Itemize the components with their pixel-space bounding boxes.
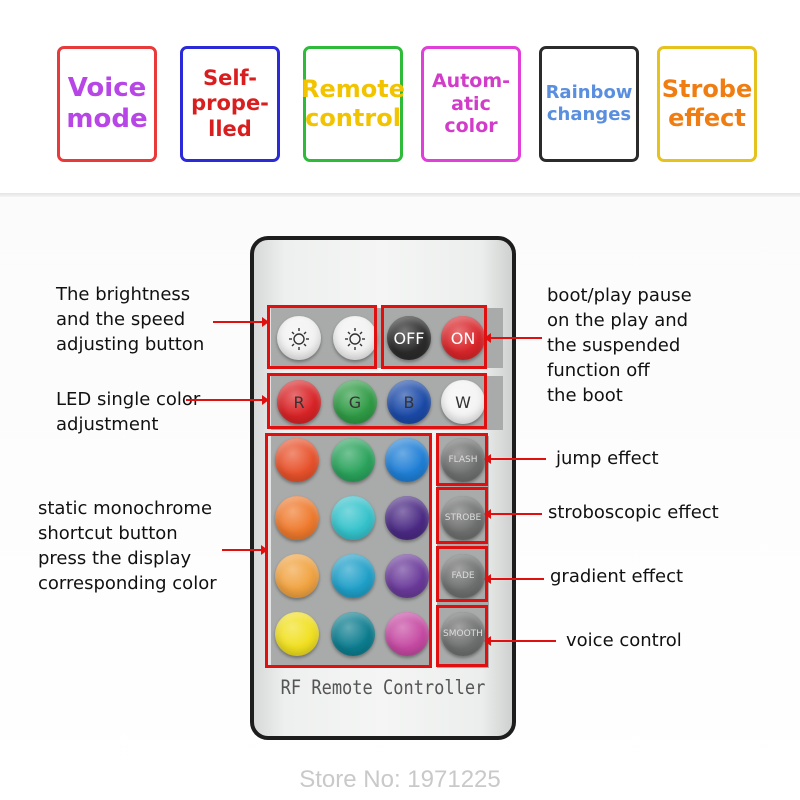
green-button[interactable]: G [333, 380, 377, 424]
annotation-voice: voice control [566, 630, 682, 651]
highlight-smooth [436, 605, 488, 667]
mode-card-line: effect [668, 104, 746, 132]
off-button[interactable]: OFF [387, 316, 431, 360]
banner-divider [0, 193, 800, 197]
blue-button-label: B [403, 392, 415, 412]
annotation-gradient: gradient effect [550, 566, 684, 587]
off-button-label: OFF [393, 328, 425, 348]
mode-card-line: Self- [202, 66, 258, 91]
mode-card: Self-prope-lled [180, 46, 280, 162]
color-button[interactable] [385, 612, 429, 656]
mode-card-label: Self-prope-lled [191, 66, 269, 142]
white-button-label: W [455, 392, 471, 412]
mode-card-line: atic [451, 92, 491, 115]
mode-card-line: Remote [301, 75, 406, 104]
sun-down-icon [345, 328, 365, 350]
mode-card-line: color [444, 115, 498, 138]
flash-button[interactable]: FLASH [441, 438, 485, 482]
remote-label: RF Remote Controller [280, 676, 486, 700]
color-button[interactable] [331, 496, 375, 540]
rf-remote: OFF ON R G B W FLASH STROBE FADE SMOOTH RF Remote… [250, 236, 516, 740]
arrow-static-mono [222, 545, 268, 555]
arrow-voice [484, 636, 556, 646]
sun-up-icon [289, 328, 309, 350]
green-button-label: G [348, 392, 362, 412]
white-button[interactable]: W [441, 380, 485, 424]
mode-card-line: control [305, 104, 401, 132]
on-button[interactable]: ON [441, 316, 485, 360]
flash-button-label: FLASH [448, 455, 478, 465]
annotation-boot-play: boot/play pause on the play and the susp… [547, 285, 692, 406]
color-button[interactable] [275, 554, 319, 598]
fade-button-label: FADE [451, 571, 475, 581]
arrow-brightness [213, 317, 269, 327]
highlight-strobe [436, 487, 488, 544]
strobe-button[interactable]: STROBE [441, 496, 485, 540]
annotation-strobo: stroboscopic effect [548, 502, 719, 523]
highlight-color-grid [265, 433, 432, 668]
mode-card-line: lled [208, 116, 252, 141]
mode-card-line: prope- [191, 91, 269, 116]
red-button-label: R [293, 392, 305, 412]
arrow-gradient [484, 574, 544, 584]
mode-card-line: Autom- [431, 69, 511, 92]
mode-card-line: Rainbow [545, 82, 633, 104]
store-watermark: Store No: 1971225 [299, 766, 501, 793]
highlight-on-off [381, 305, 487, 369]
arrow-jump [484, 454, 546, 464]
color-button[interactable] [275, 612, 319, 656]
annotation-jump: jump effect [556, 448, 659, 469]
brightness-up-button[interactable] [277, 316, 321, 360]
annotation-brightness: The brightness and the speed adjusting b… [56, 284, 205, 355]
annotation-led-single: LED single color adjustment [56, 389, 201, 435]
highlight-rgbw [267, 373, 487, 429]
mode-card-line: changes [546, 104, 632, 125]
blue-button[interactable]: B [387, 380, 431, 424]
highlight-flash [436, 433, 488, 486]
color-button[interactable] [331, 554, 375, 598]
red-button[interactable]: R [277, 380, 321, 424]
arrow-led-single [186, 395, 269, 405]
smooth-button[interactable]: SMOOTH [441, 612, 485, 656]
strobe-button-label: STROBE [444, 513, 482, 523]
color-button[interactable] [275, 496, 319, 540]
color-button[interactable] [385, 438, 429, 482]
on-button-label: ON [450, 328, 476, 348]
color-button[interactable] [331, 438, 375, 482]
arrow-strobo [484, 509, 542, 519]
color-button[interactable] [385, 496, 429, 540]
fade-button[interactable]: FADE [441, 554, 485, 598]
mode-card-line: mode [66, 104, 148, 134]
annotation-static-mono: static monochrome shortcut button press … [38, 498, 217, 594]
smooth-button-label: SMOOTH [443, 629, 483, 639]
color-button[interactable] [331, 612, 375, 656]
color-button[interactable] [385, 554, 429, 598]
highlight-fade [436, 546, 488, 602]
brightness-down-button[interactable] [333, 316, 377, 360]
highlight-brightness [267, 305, 377, 369]
color-button[interactable] [275, 438, 319, 482]
mode-card-line: Strobe [661, 75, 753, 104]
arrow-boot-play [484, 333, 542, 343]
mode-card-line: Voice [67, 72, 147, 103]
